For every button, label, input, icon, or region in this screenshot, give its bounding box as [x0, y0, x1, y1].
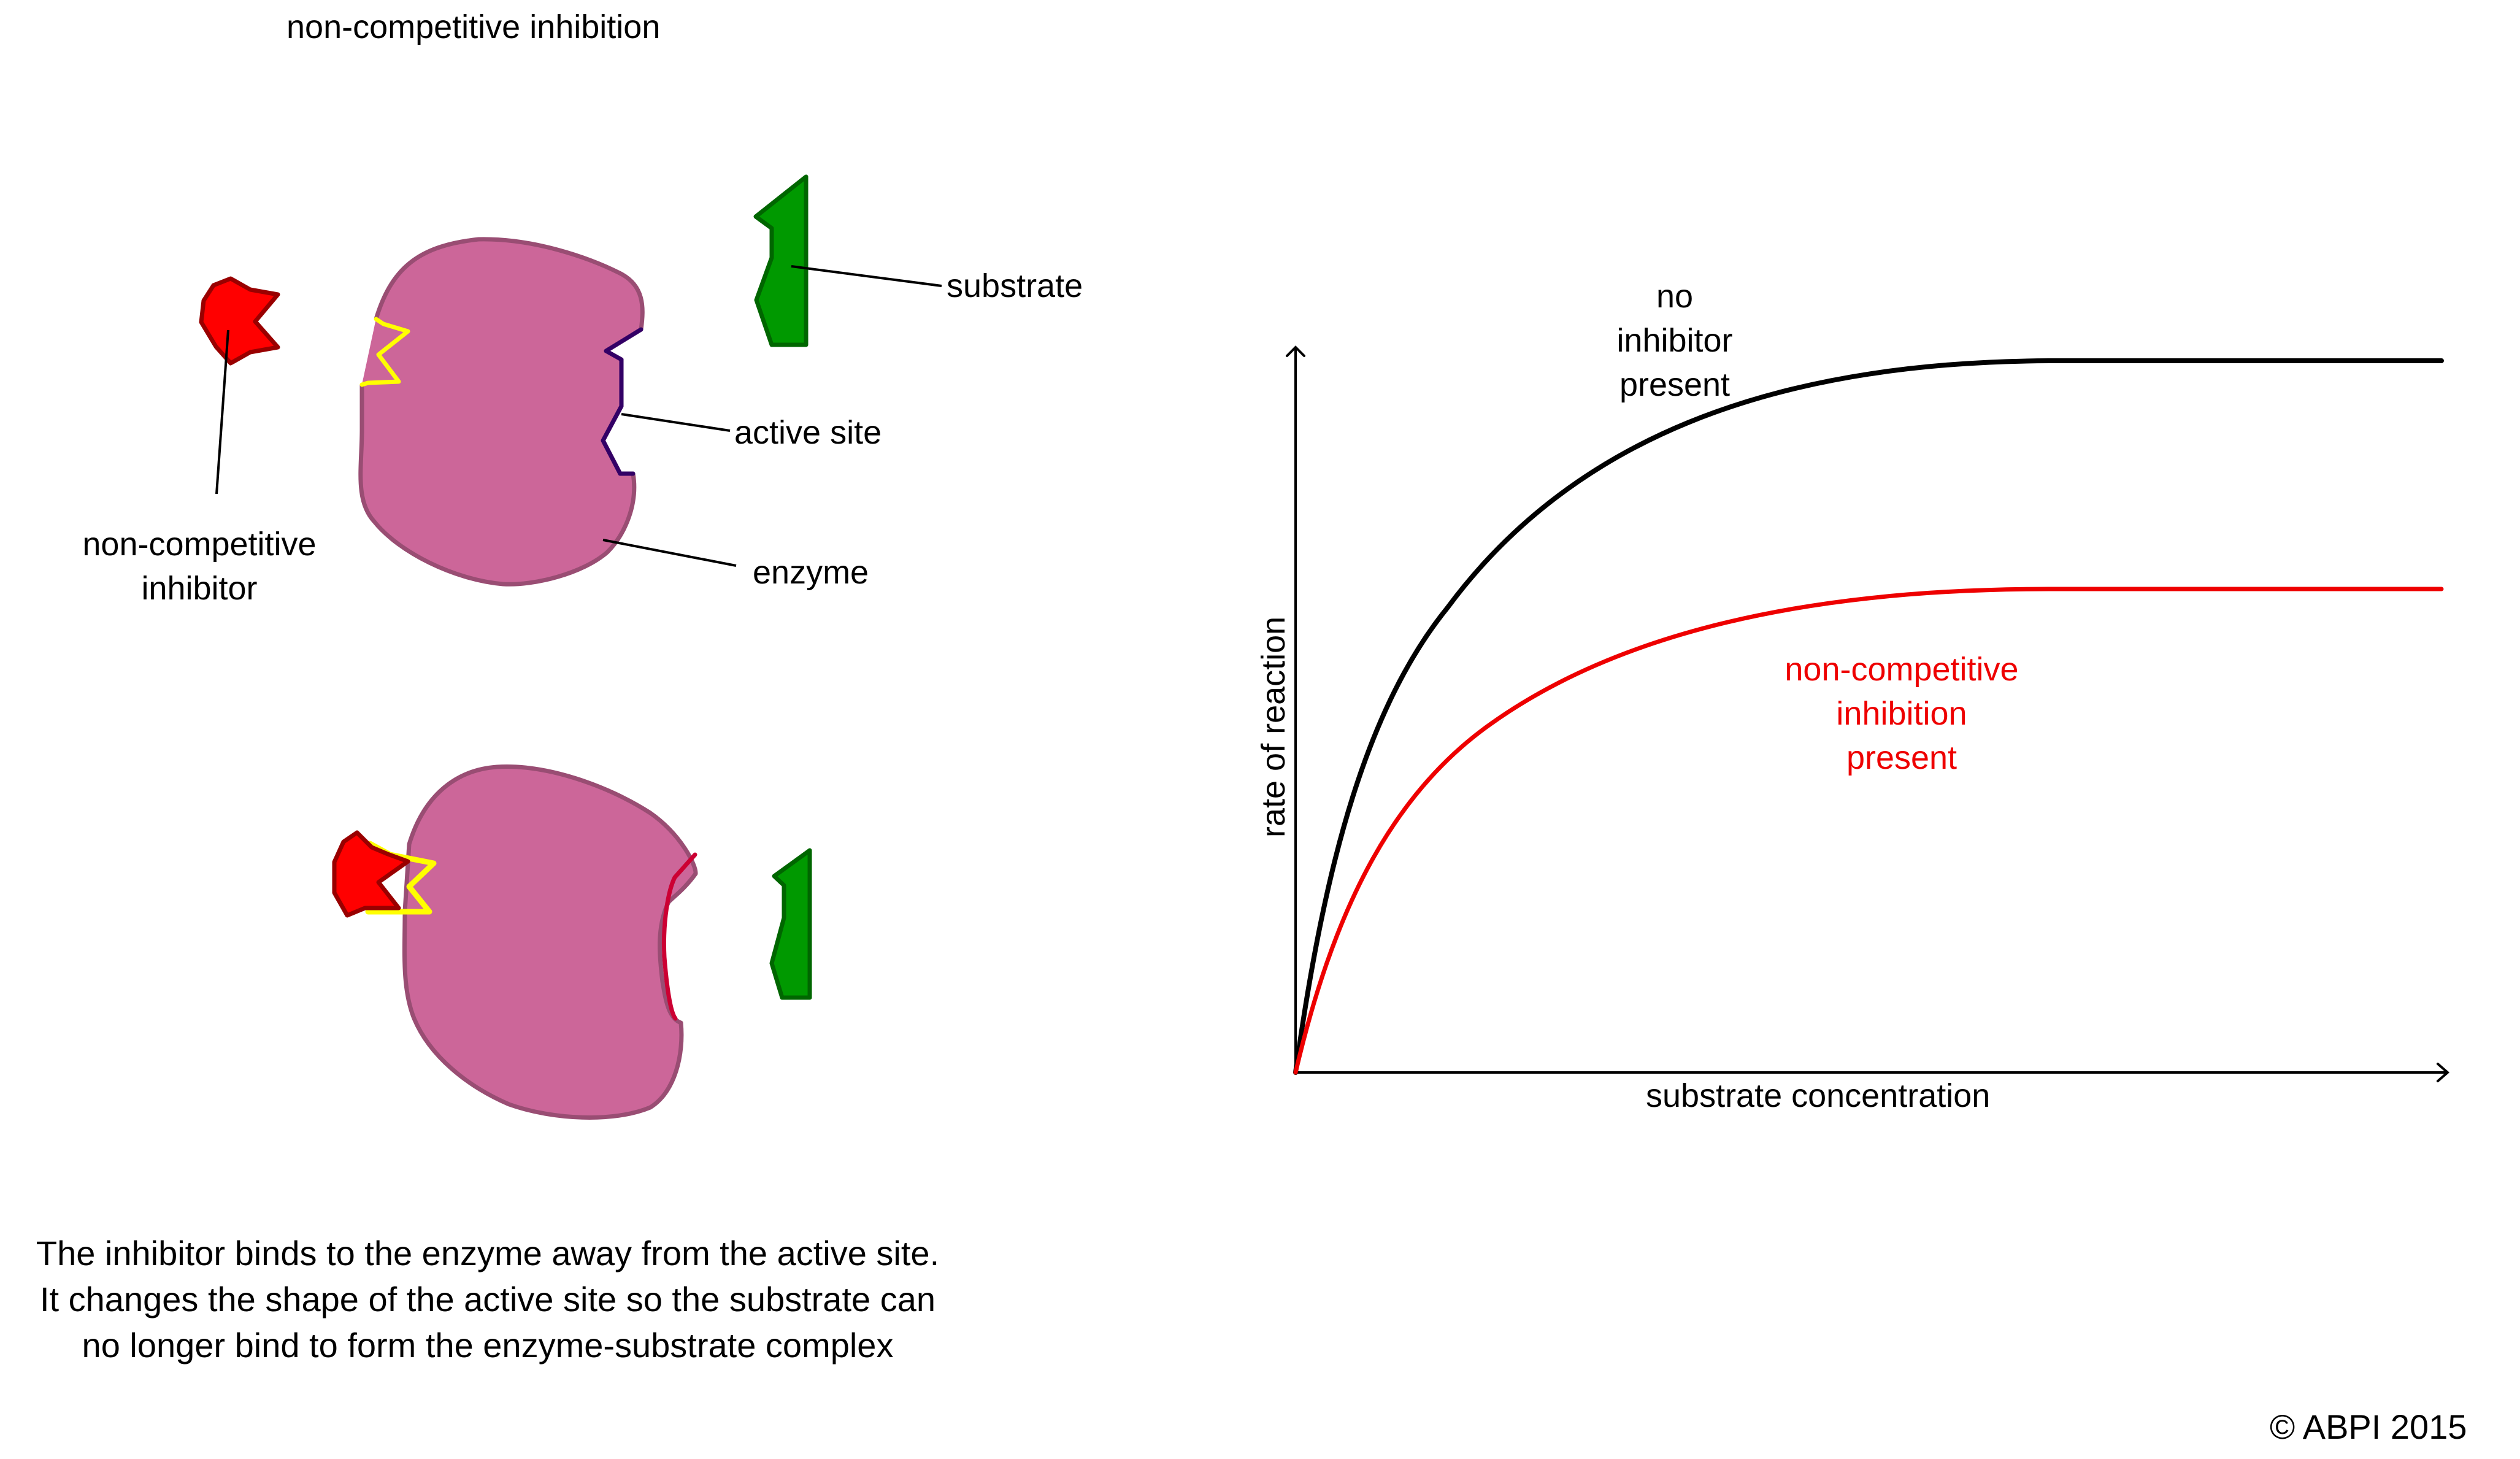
- enzyme-label: enzyme: [753, 554, 869, 591]
- enzyme-top: [358, 237, 645, 587]
- enzyme-bottom: [365, 764, 698, 1120]
- enzyme-pointer: [602, 539, 737, 567]
- explanation-line3: no longer bind to form the enzyme-substr…: [82, 1326, 894, 1365]
- inhibitor-label: non-competitive inhibitor: [55, 522, 344, 610]
- y-axis-label: rate of reaction: [1255, 616, 1292, 837]
- copyright: © ABPI 2015: [2270, 1407, 2467, 1446]
- curve-no-inhibitor: [1293, 358, 2444, 1075]
- changed-active-site: [662, 852, 697, 1021]
- chart: [1286, 345, 2450, 1082]
- curve-non-competitive: [1293, 587, 2444, 1075]
- active-site-pointer: [621, 413, 731, 432]
- substrate-bottom: [769, 848, 812, 1000]
- inhibitor-label-line1: non-competitive: [82, 526, 317, 563]
- no-inhibitor-line1: no: [1656, 278, 1694, 315]
- no-inhibitor-line3: present: [1619, 366, 1731, 403]
- inhibitor-top: [199, 276, 280, 366]
- inhibitor-label-line2: inhibitor: [141, 570, 258, 607]
- explanation-text: The inhibitor binds to the enzyme away f…: [0, 1230, 975, 1368]
- explanation-line2: It changes the shape of the active site …: [39, 1280, 936, 1318]
- x-axis-arrowhead: [2437, 1063, 2450, 1082]
- inhibition-line1: non-competitive: [1784, 651, 2019, 688]
- y-axis-arrowhead: [1286, 345, 1305, 357]
- active-site-label: active site: [734, 414, 882, 451]
- no-inhibitor-line2: inhibitor: [1616, 322, 1733, 359]
- no-inhibitor-annotation: no inhibitor present: [1583, 274, 1767, 407]
- substrate-pointer: [791, 265, 942, 287]
- inhibition-line3: present: [1846, 739, 1957, 776]
- inhibition-annotation: non-competitive inhibition present: [1748, 647, 2055, 780]
- inhibition-line2: inhibition: [1836, 695, 1967, 732]
- page-title: non-competitive inhibition: [286, 9, 661, 45]
- allosteric-site: [359, 317, 410, 387]
- substrate-label: substrate: [947, 268, 1083, 304]
- inhibitor-bound: [332, 830, 410, 918]
- x-axis-label: substrate concentration: [1646, 1077, 1991, 1114]
- inhibitor-pointer: [215, 329, 229, 495]
- explanation-line1: The inhibitor binds to the enzyme away f…: [36, 1234, 940, 1272]
- substrate-top: [753, 174, 809, 347]
- active-site: [601, 327, 643, 476]
